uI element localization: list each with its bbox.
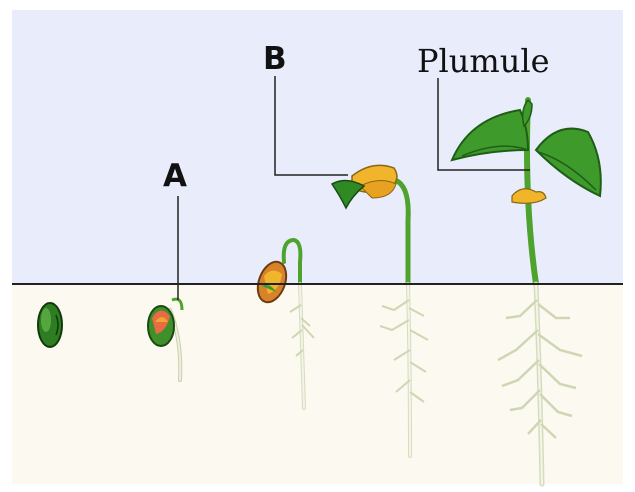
label-a: A <box>163 158 187 194</box>
soil-area <box>12 284 623 484</box>
stage-1-seed <box>38 303 62 347</box>
label-plumule: Plumule <box>417 42 550 80</box>
label-b: B <box>263 41 287 77</box>
